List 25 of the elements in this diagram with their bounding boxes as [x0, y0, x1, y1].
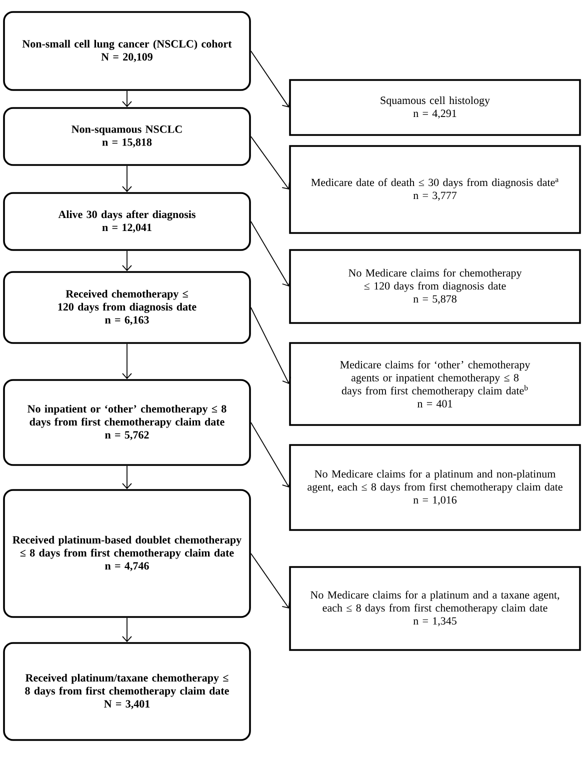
arrow — [122, 343, 132, 380]
exclusion-box: No Medicare claims for a platinum and a taxane agent, each ≤ 8 days from first chemotherapy claim date n = 1,345 — [289, 566, 581, 651]
exclusion-box: No Medicare claims for a platinum and non-platinum agent, each ≤ 8 days from first chemotherapy claim date n = 1,016 — [289, 444, 581, 531]
process-box: Alive 30 days after diagnosis n = 12,041 — [3, 192, 251, 251]
arrow — [250, 307, 292, 384]
process-box: Received platinum/taxane chemotherapy ≤ 8 days from first chemotherapy claim date N = 3,401 — [3, 642, 251, 741]
arrow — [122, 617, 132, 642]
exclusion-box: Squamous cell histology n = 4,291 — [289, 79, 581, 136]
arrow — [250, 553, 290, 608]
arrow — [250, 50, 290, 108]
arrow — [122, 165, 132, 192]
exclusion-box: Medicare date of death ≤ 30 days from diagnosis date$^{a}$ n = 3,777 — [289, 145, 581, 234]
exclusion-box: Medicare claims for ‘other’ chemotherapy agents or inpatient chemotherapy ≤ 8 days from first chemotherapy claim date$^{b}$ n = 401 — [289, 342, 581, 426]
process-box: No inpatient or ‘other’ chemotherapy ≤ 8 days from first chemotherapy claim date n = 5,762 — [3, 379, 251, 466]
process-box: Non-small cell lung cancer (NSCLC) cohort N = 20,109 — [3, 11, 251, 91]
arrow — [250, 422, 291, 488]
process-box: Received platinum-based doublet chemotherapy ≤ 8 days from first chemotherapy claim date n = 4,746 — [3, 489, 251, 618]
arrow — [122, 90, 132, 108]
process-box: Non-squamous NSCLC n = 15,818 — [3, 107, 251, 166]
process-box: Received chemotherapy ≤ 120 days from diagnosis date n = 6,163 — [3, 271, 251, 344]
arrow — [122, 465, 132, 490]
exclusion-box: No Medicare claims for chemotherapy ≤ 120 days from diagnosis date n = 5,878 — [289, 249, 581, 324]
arrow — [250, 221, 291, 286]
arrow — [122, 250, 132, 272]
arrow — [250, 136, 290, 190]
